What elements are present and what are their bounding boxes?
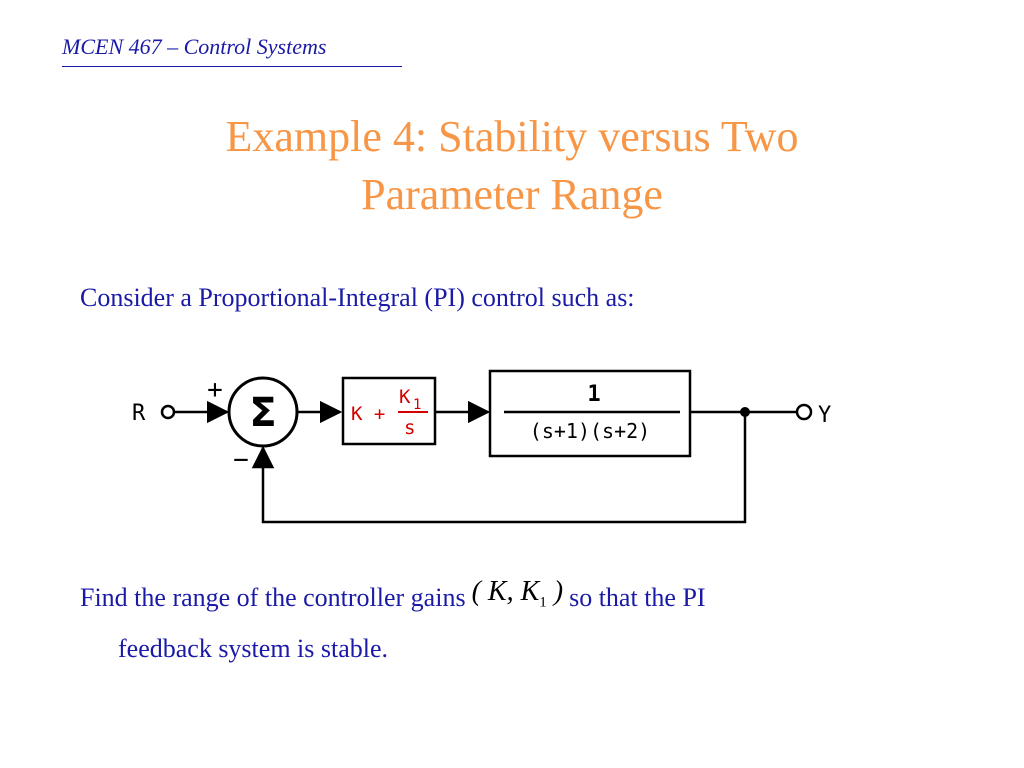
input-label: R <box>132 401 146 426</box>
course-header-underline <box>62 66 402 67</box>
gain-k1-subscript: 1 <box>539 594 547 611</box>
question-text: Find the range of the controller gains( … <box>80 576 960 669</box>
gains-separator: , <box>506 576 514 607</box>
feedback-path <box>251 412 747 524</box>
question-line-2: feedback system is stable. <box>118 633 389 663</box>
course-header: MCEN 467 – Control Systems <box>62 34 327 59</box>
intro-text: Consider a Proportional-Integral (PI) co… <box>80 283 635 312</box>
input-terminal <box>160 404 176 420</box>
controller-k-term: K + <box>351 403 385 425</box>
slide-title-line-1: Example 4: Stability versus Two <box>225 112 799 161</box>
gains-open-paren: ( <box>471 576 481 607</box>
minus-sign: − <box>233 445 249 475</box>
gain-k: K <box>487 576 507 607</box>
output-terminal <box>795 403 813 421</box>
output-label: Y <box>818 403 831 428</box>
controller-numerator-subscript: 1 <box>413 397 421 413</box>
slide-title: Example 4: Stability versus Two Paramete… <box>0 108 1024 224</box>
plant-denominator: (s+1)(s+2) <box>530 419 650 443</box>
gains-close-paren: ) <box>553 576 564 607</box>
slide-title-line-2: Parameter Range <box>361 170 663 219</box>
question-suffix: so that the PI <box>569 583 706 612</box>
plus-sign: + <box>207 375 223 405</box>
sum-symbol: Σ <box>249 390 276 436</box>
gain-k1: K <box>520 576 540 607</box>
controller-numerator-k: K <box>399 386 411 408</box>
controller-denominator: s <box>404 417 415 439</box>
question-prefix: Find the range of the controller gains <box>80 583 466 612</box>
plant-block <box>488 369 692 458</box>
gains-expression: ( K, K1 ) <box>472 572 564 623</box>
plant-numerator: 1 <box>587 382 600 407</box>
